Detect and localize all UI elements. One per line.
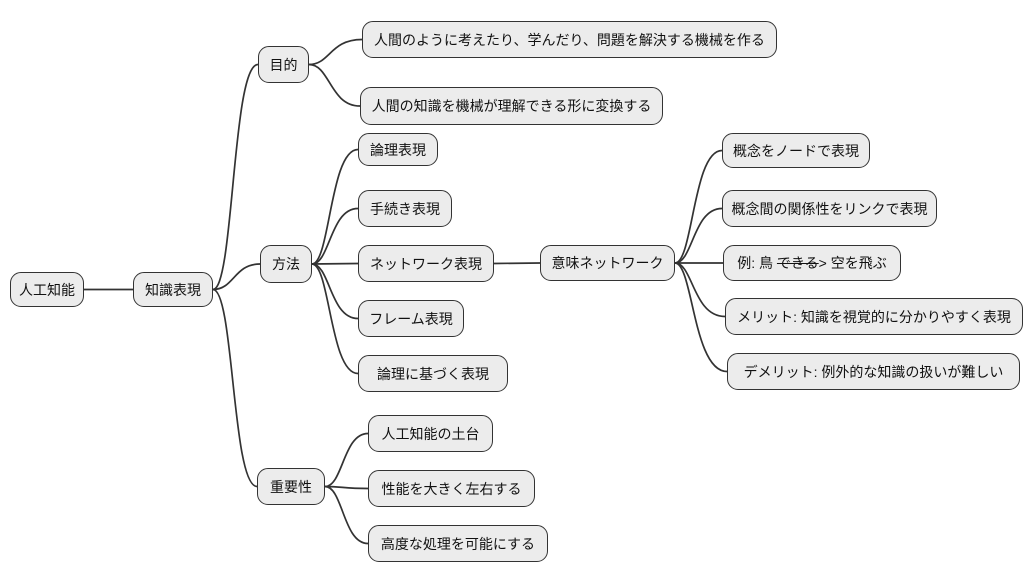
- node-purpose-convert-knowledge-label: 人間の知識を機械が理解できる形に変換する: [371, 98, 652, 114]
- node-demerit: デメリット: 例外的な知識の扱いが難しい: [727, 353, 1020, 390]
- node-performance: 性能を大きく左右する: [368, 470, 535, 507]
- node-method-label: 方法: [272, 256, 300, 272]
- edge-method-logic: [311, 148, 359, 265]
- node-semantic-network: 意味ネットワーク: [540, 245, 675, 281]
- edge-method-network: [311, 262, 359, 265]
- edge-purpose-make-machines: [308, 38, 363, 66]
- node-demerit-label: デメリット: 例外的な知識の扱いが難しい: [743, 363, 1004, 380]
- node-logic-based-representation-label: 論理に基づく表現: [377, 365, 489, 382]
- node-concept-nodes-label: 概念をノードで表現: [733, 142, 859, 159]
- node-example-bird-strikethrough: できる: [776, 255, 819, 271]
- node-frame-representation: フレーム表現: [358, 300, 464, 337]
- node-purpose: 目的: [258, 46, 309, 83]
- node-ai: 人工知能: [10, 272, 84, 307]
- node-ai-foundation: 人工知能の土台: [368, 415, 493, 452]
- node-advanced-processing: 高度な処理を可能にする: [368, 525, 548, 562]
- node-knowledge-representation: 知識表現: [133, 272, 213, 307]
- node-procedural-representation-label: 手続き表現: [370, 200, 440, 217]
- node-ai-label: 人工知能: [19, 281, 75, 298]
- edge-network-semantic: [493, 262, 541, 265]
- node-network-representation-label: ネットワーク表現: [370, 255, 482, 272]
- node-logic-representation: 論理表現: [358, 133, 438, 166]
- node-purpose-make-machines-label: 人間のように考えたり、学んだり、問題を解決する機械を作る: [374, 31, 765, 48]
- node-importance: 重要性: [257, 468, 325, 505]
- node-network-representation: ネットワーク表現: [358, 245, 494, 282]
- node-purpose-label: 目的: [269, 56, 298, 73]
- node-importance-label: 重要性: [270, 478, 312, 495]
- edge-method-logic-based: [311, 263, 359, 375]
- node-concept-links: 概念間の関係性をリンクで表現: [722, 190, 937, 227]
- edge-semantic-concept-links: [674, 207, 723, 264]
- node-concept-links-label: 概念間の関係性をリンクで表現: [731, 200, 928, 217]
- edge-knowledge-method: [212, 263, 261, 291]
- edge-method-frame: [311, 263, 359, 320]
- edge-semantic-concept-nodes: [674, 149, 723, 264]
- edge-semantic-merit: [674, 262, 726, 318]
- edge-purpose-convert-knowledge: [308, 63, 361, 107]
- node-advanced-processing-label: 高度な処理を可能にする: [380, 535, 536, 552]
- edge-importance-advanced: [324, 485, 369, 545]
- edge-method-procedural: [311, 207, 359, 265]
- node-merit-label: メリット: 知識を視覚的に分かりやすく表現: [737, 308, 1011, 325]
- node-purpose-make-machines: 人間のように考えたり、学んだり、問題を解決する機械を作る: [362, 21, 777, 58]
- node-performance-label: 性能を大きく左右する: [381, 480, 522, 497]
- edge-knowledge-importance: [212, 288, 258, 488]
- node-knowledge-representation-label: 知識表現: [145, 281, 201, 298]
- node-example-bird-prefix: 例: 鳥: [737, 255, 777, 271]
- edge-importance-performance: [324, 485, 369, 490]
- node-procedural-representation: 手続き表現: [358, 190, 452, 227]
- node-purpose-convert-knowledge: 人間の知識を機械が理解できる形に変換する: [360, 87, 663, 125]
- node-method: 方法: [260, 245, 312, 283]
- node-logic-representation-label: 論理表現: [370, 141, 426, 158]
- node-ai-foundation-label: 人工知能の土台: [381, 425, 480, 442]
- node-semantic-network-label: 意味ネットワーク: [551, 255, 664, 271]
- edge-semantic-demerit: [674, 262, 728, 373]
- node-merit: メリット: 知識を視覚的に分かりやすく表現: [725, 298, 1023, 335]
- edge-knowledge-purpose: [212, 63, 259, 291]
- node-logic-based-representation: 論理に基づく表現: [358, 355, 508, 392]
- node-example-bird: 例: 鳥 できる> 空を飛ぶ: [723, 245, 901, 281]
- node-concept-nodes: 概念をノードで表現: [722, 133, 870, 168]
- node-frame-representation-label: フレーム表現: [369, 310, 453, 327]
- node-example-bird-suffix: > 空を飛ぶ: [818, 255, 887, 271]
- edge-importance-foundation: [324, 432, 369, 488]
